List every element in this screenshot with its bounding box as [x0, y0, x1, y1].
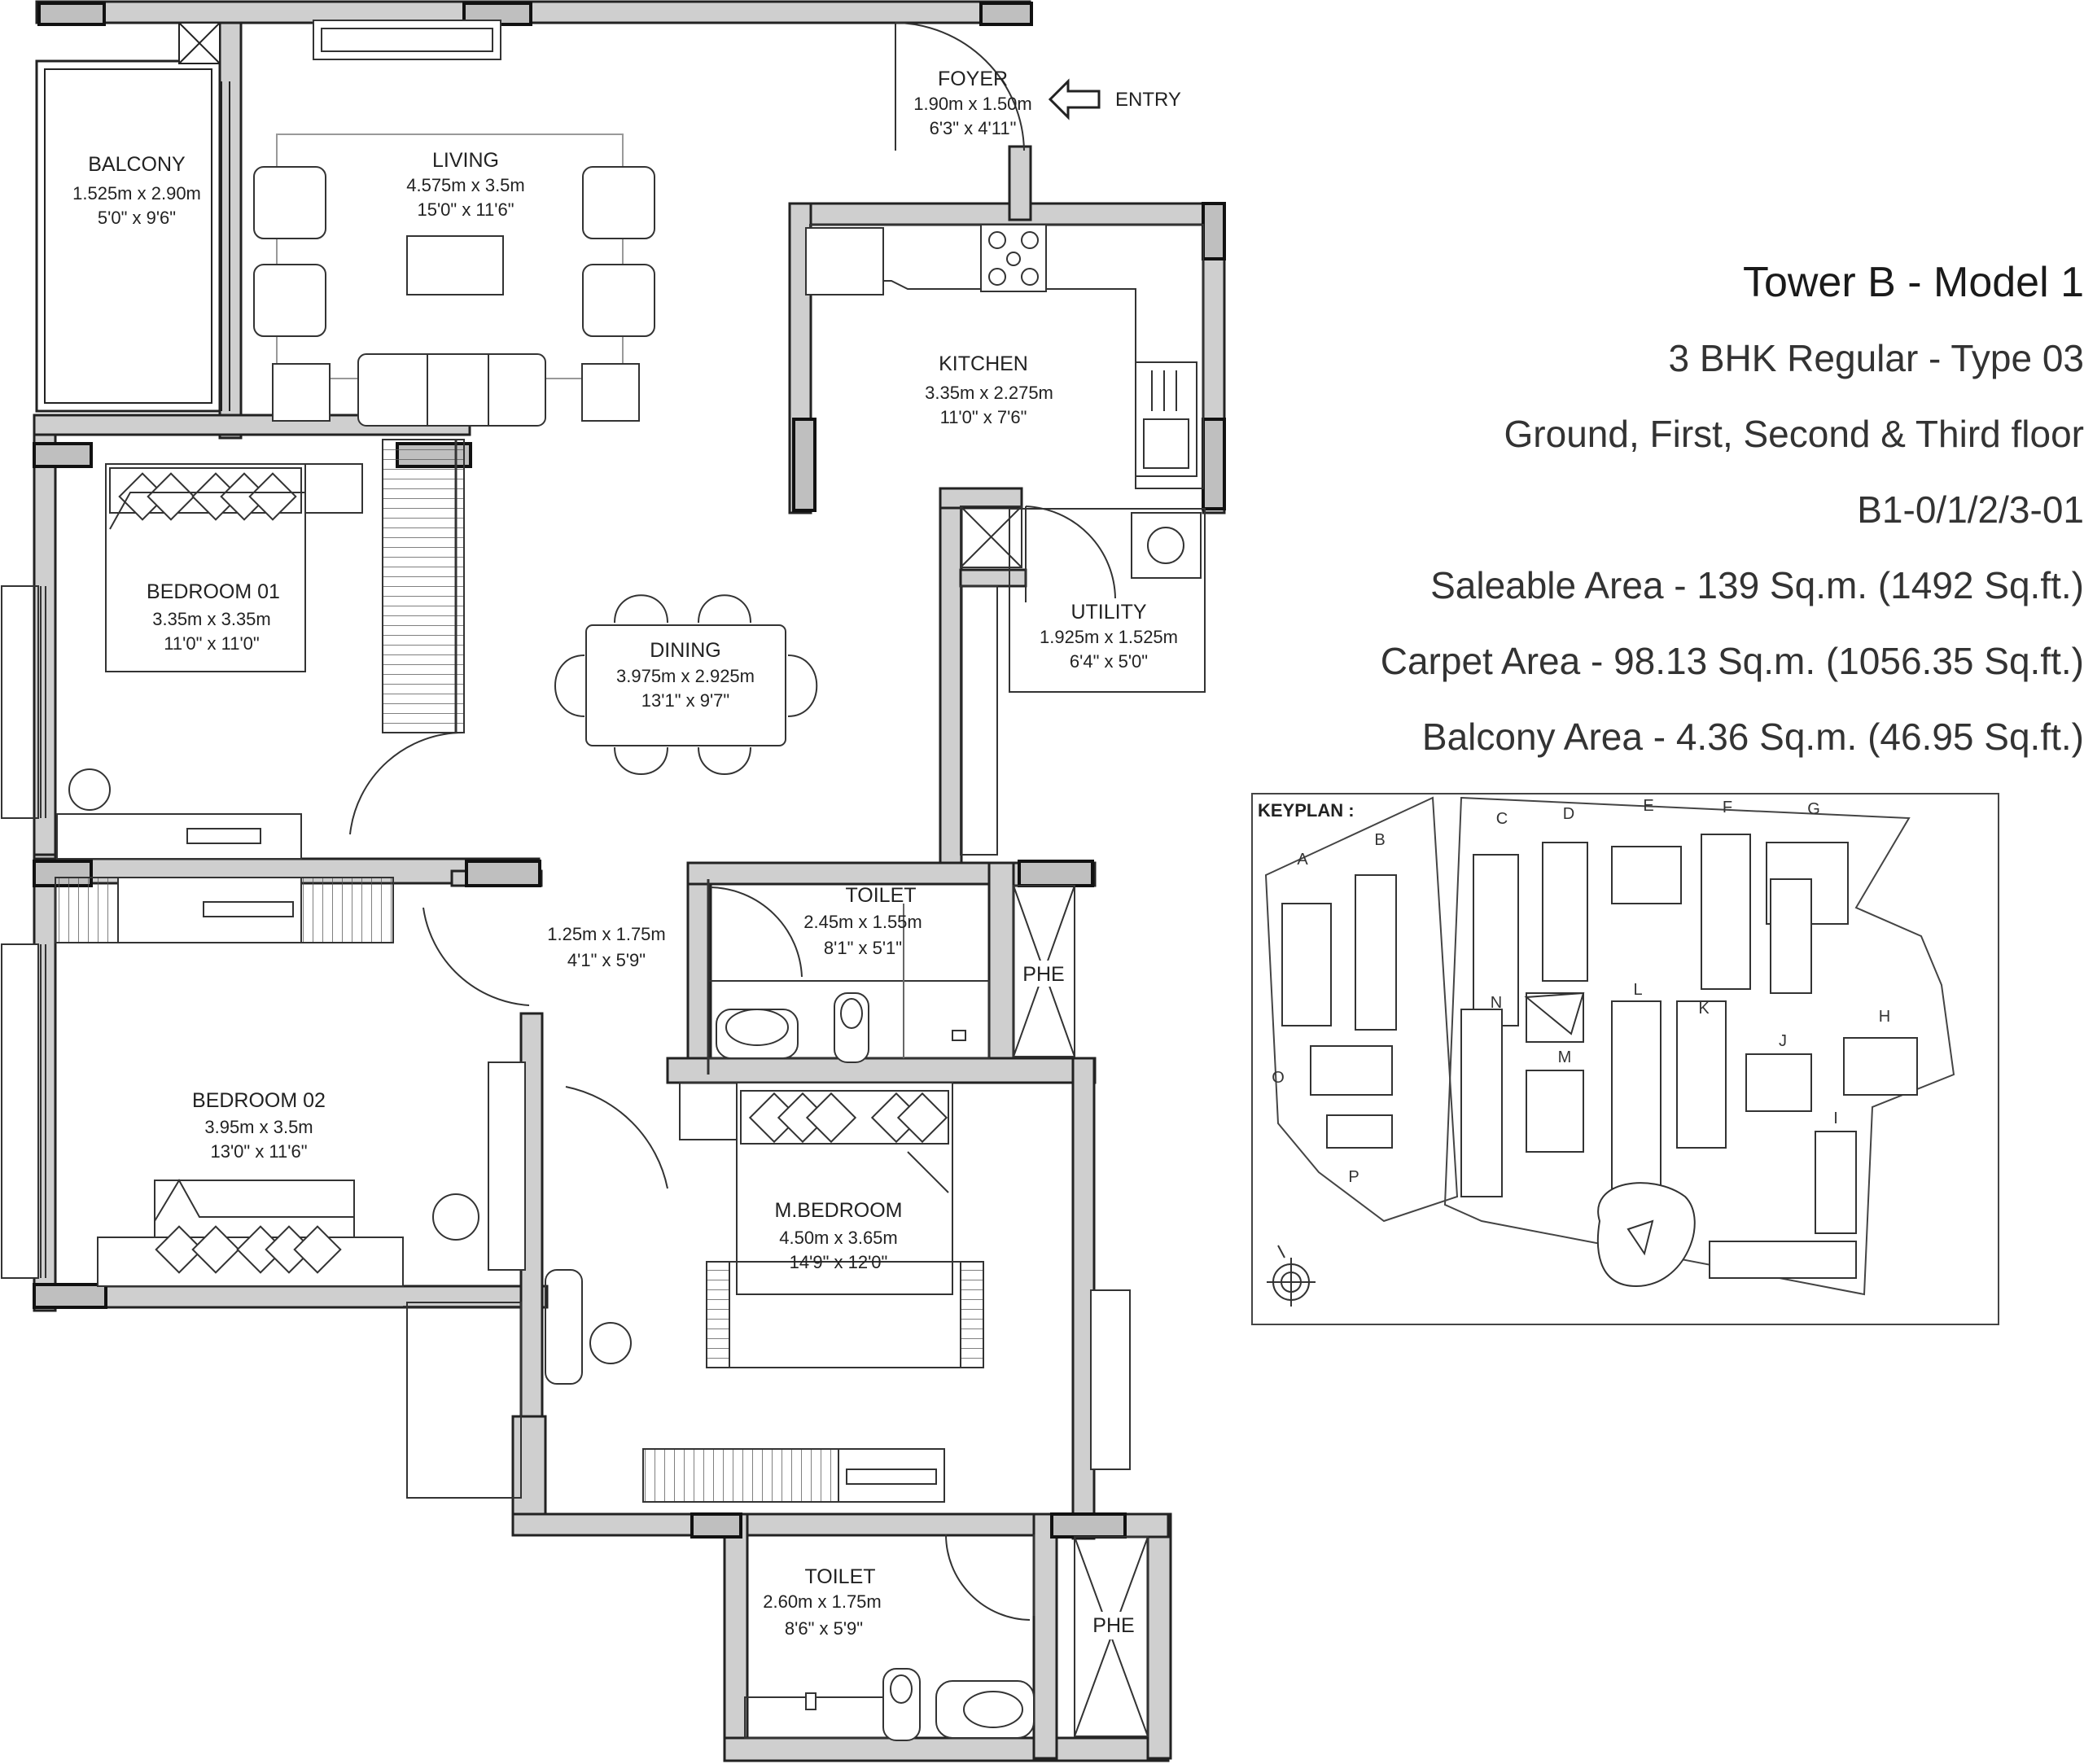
phe2-label: PHE	[1092, 1614, 1134, 1637]
kp-letter-m: M	[1558, 1048, 1572, 1066]
entry-arrow-icon	[1048, 78, 1101, 120]
bedroom02-imperial: 13'0" x 11'6"	[210, 1141, 307, 1162]
toilet2-imperial: 8'6" x 5'9"	[785, 1618, 863, 1639]
room-label-bedroom01: BEDROOM 01 3.35m x 3.35m 11'0" x 11'0"	[147, 580, 280, 654]
foyer-door	[895, 22, 1025, 151]
utility-fixtures	[960, 506, 1206, 856]
kp-letter-g: G	[1807, 800, 1820, 818]
kp-letter-o: O	[1272, 1069, 1285, 1087]
room-label-balcony: BALCONY 1.525m x 2.90m 5'0" x 9'6"	[72, 153, 201, 228]
kp-letter-j: J	[1779, 1032, 1787, 1050]
bedroom01-furniture	[56, 439, 465, 860]
utility-metric: 1.925m x 1.525m	[1040, 627, 1178, 647]
bedroom01-name: BEDROOM 01	[147, 580, 280, 603]
kitchen-metric: 3.35m x 2.275m	[925, 383, 1053, 403]
phe1-label: PHE	[1022, 963, 1064, 986]
unit-numbers: B1-0/1/2/3-01	[1857, 488, 2084, 531]
keyplan-towers	[1281, 834, 1918, 1288]
toilet2-metric: 2.60m x 1.75m	[763, 1591, 882, 1612]
mbedroom-furniture	[545, 1082, 1131, 1503]
mbedroom-metric: 4.50m x 3.65m	[779, 1228, 898, 1248]
room-label-toilet2: TOILET 2.60m x 1.75m 8'6" x 5'9"	[763, 1565, 882, 1639]
dining-furniture	[554, 594, 818, 775]
toilet1-name: TOILET	[845, 884, 916, 907]
living-metric: 4.575m x 3.5m	[406, 175, 525, 195]
balcony-imperial: 5'0" x 9'6"	[98, 208, 176, 228]
saleable-area: Saleable Area - 139 Sq.m. (1492 Sq.ft.)	[1430, 564, 2084, 606]
toilet1-imperial: 8'1" x 5'1"	[824, 938, 902, 958]
dining-name: DINING	[650, 639, 721, 662]
room-label-passage: 1.25m x 1.75m 4'1" x 5'9"	[547, 924, 666, 970]
kp-letter-i: I	[1833, 1110, 1838, 1127]
compass-icon	[1267, 1245, 1316, 1307]
kp-letter-e: E	[1643, 797, 1653, 815]
room-label-living: LIVING 4.575m x 3.5m 15'0" x 11'6"	[406, 149, 525, 220]
kp-letter-c: C	[1496, 810, 1508, 828]
room-label-kitchen: KITCHEN 3.35m x 2.275m 11'0" x 7'6"	[925, 352, 1053, 427]
unit-type: 3 BHK Regular - Type 03	[1668, 337, 2084, 379]
balcony-metric: 1.525m x 2.90m	[72, 183, 201, 204]
mbedroom-imperial: 14'9" x 12'0"	[790, 1252, 888, 1272]
foyer-metric: 1.90m x 1.50m	[913, 94, 1032, 114]
bedroom01-window	[1, 585, 46, 819]
room-label-toilet1: TOILET 2.45m x 1.55m 8'1" x 5'1"	[803, 884, 922, 958]
phe2-shaft	[1074, 1536, 1149, 1737]
wardrobe-02	[55, 877, 530, 1006]
keyplan: KEYPLAN :	[1251, 793, 1999, 1325]
mbedroom-name: M.BEDROOM	[775, 1199, 903, 1222]
kp-letter-n: N	[1491, 994, 1502, 1012]
room-label-dining: DINING 3.975m x 2.925m 13'1" x 9'7"	[616, 639, 755, 711]
floors: Ground, First, Second & Third floor	[1504, 413, 2084, 455]
entry-label: ENTRY	[1115, 89, 1181, 111]
kitchen-imperial: 11'0" x 7'6"	[940, 407, 1027, 427]
living-furniture	[253, 20, 655, 427]
carpet-area: Carpet Area - 98.13 Sq.m. (1056.35 Sq.ft…	[1380, 640, 2084, 682]
bedroom01-metric: 3.35m x 3.35m	[152, 609, 271, 629]
foyer-imperial: 6'3" x 4'11"	[930, 118, 1017, 138]
toilet2-fixtures	[744, 1534, 1035, 1741]
room-label-foyer: FOYER 1.90m x 1.50m 6'3" x 4'11"	[913, 68, 1032, 138]
kp-letter-a: A	[1297, 851, 1308, 869]
bedroom02-metric: 3.95m x 3.5m	[204, 1117, 313, 1137]
kitchen-name: KITCHEN	[939, 352, 1028, 375]
room-label-utility: UTILITY 1.925m x 1.525m 6'4" x 5'0"	[1040, 601, 1178, 672]
balcony-area: Balcony Area - 4.36 Sq.m. (46.95 Sq.ft.)	[1421, 716, 2084, 758]
living-name: LIVING	[432, 149, 499, 172]
phe1-shaft	[1013, 885, 1075, 1057]
utility-imperial: 6'4" x 5'0"	[1070, 651, 1148, 672]
utility-name: UTILITY	[1070, 601, 1146, 624]
kitchen-counter	[805, 224, 1204, 579]
kp-letter-k: K	[1698, 1000, 1710, 1018]
passage-metric: 1.25m x 1.75m	[547, 924, 666, 944]
toilet1-fixtures	[707, 879, 990, 1075]
tower-model-title: Tower B - Model 1	[1742, 259, 2084, 306]
living-imperial: 15'0" x 11'6"	[417, 199, 514, 220]
passage-imperial: 4'1" x 5'9"	[567, 950, 646, 970]
balcony-name: BALCONY	[88, 153, 186, 176]
kp-letter-h: H	[1879, 1008, 1890, 1026]
kp-letter-b: B	[1374, 831, 1385, 849]
kp-letter-d: D	[1563, 805, 1574, 823]
foyer-name: FOYER	[938, 68, 1008, 90]
room-label-bedroom02: BEDROOM 02 3.95m x 3.5m 13'0" x 11'6"	[192, 1089, 326, 1162]
bedroom02-name: BEDROOM 02	[192, 1089, 326, 1112]
kp-letter-l: L	[1633, 981, 1642, 999]
toilet1-metric: 2.45m x 1.55m	[803, 912, 922, 932]
dining-metric: 3.975m x 2.925m	[616, 666, 755, 686]
project-info-panel: Tower B - Model 1 3 BHK Regular - Type 0…	[1148, 244, 2084, 775]
keyplan-label: KEYPLAN :	[1258, 800, 1355, 821]
bedroom01-imperial: 11'0" x 11'0"	[164, 633, 259, 654]
kp-letter-p: P	[1348, 1168, 1359, 1186]
dining-imperial: 13'1" x 9'7"	[641, 690, 729, 711]
bedroom02-furniture	[1, 943, 526, 1499]
room-label-mbedroom: M.BEDROOM 4.50m x 3.65m 14'9" x 12'0"	[775, 1199, 903, 1272]
toilet2-name: TOILET	[804, 1565, 875, 1588]
kp-letter-f: F	[1723, 799, 1732, 816]
balcony-area	[35, 22, 230, 413]
